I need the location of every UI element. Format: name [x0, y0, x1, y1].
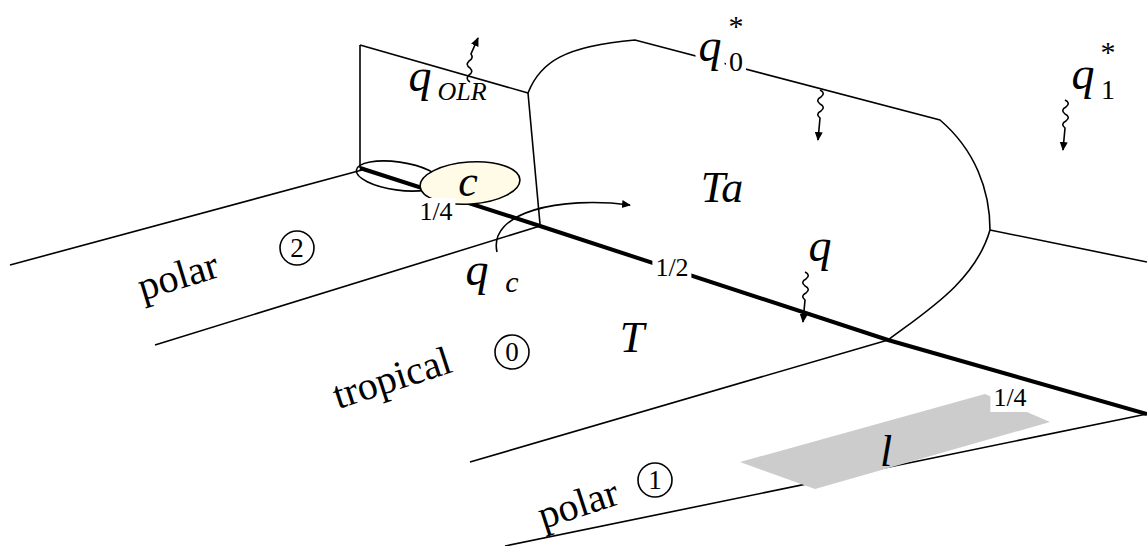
fraction-label: 1/2 — [652, 254, 691, 282]
zone-name: tropical — [328, 340, 457, 416]
flux-subscript: 0 — [726, 47, 746, 77]
zone-number: 2 — [290, 235, 304, 262]
flux-subscript: 1 — [1098, 75, 1118, 105]
flux-symbol: q — [466, 247, 489, 293]
flux-superscript: * — [726, 10, 747, 42]
flux-symbol: q — [409, 53, 432, 99]
flux-symbol: q — [809, 223, 832, 269]
zone-number: 1 — [648, 467, 662, 494]
temperature-symbol: T — [620, 316, 644, 360]
flux-symbol: q — [1069, 50, 1098, 98]
flux-symbol: q — [696, 22, 725, 70]
fraction-label: 1/4 — [416, 198, 455, 226]
flux-subscript: OLR — [437, 79, 486, 105]
flux-subscript: c — [505, 267, 518, 297]
zone-name: polar — [533, 472, 624, 535]
land-symbol: l — [880, 430, 892, 474]
flux-superscript: * — [1098, 36, 1119, 68]
temperature-symbol: Ta — [701, 166, 743, 210]
zone-number: 0 — [505, 339, 519, 366]
fraction-label: 1/4 — [990, 384, 1029, 412]
zone-name: polar — [133, 245, 223, 307]
cloud-symbol: c — [458, 160, 478, 204]
